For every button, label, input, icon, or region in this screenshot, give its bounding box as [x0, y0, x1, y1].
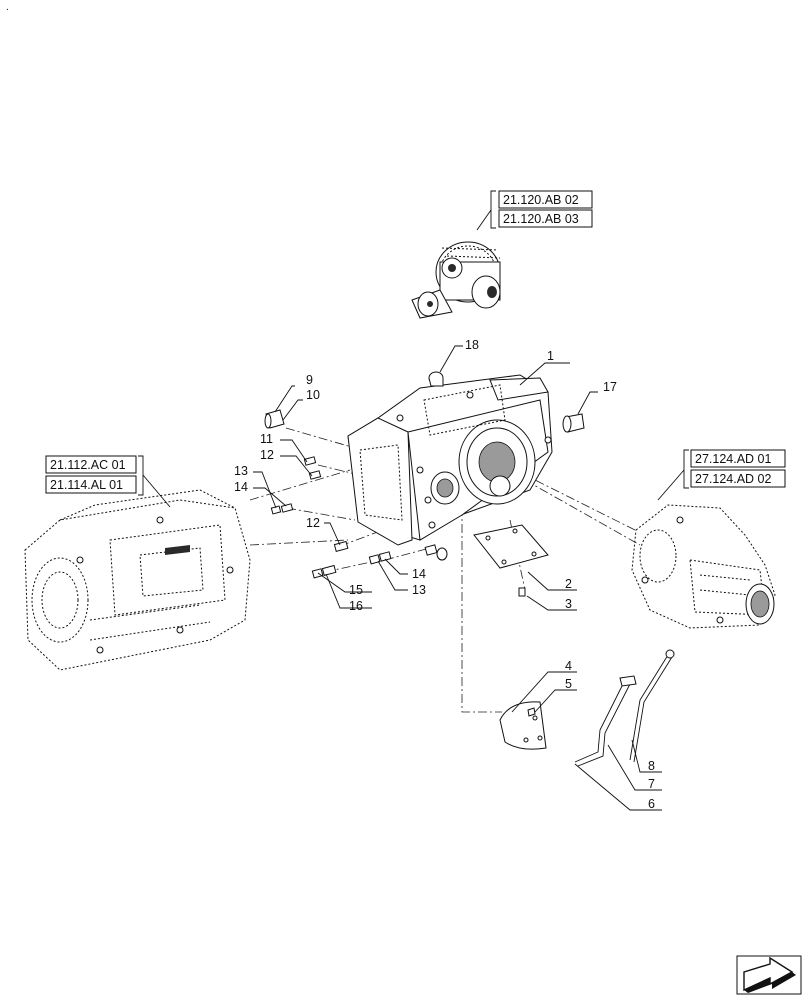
bushing-17[interactable]: [562, 413, 585, 433]
right-final-drive[interactable]: [631, 504, 776, 629]
shield-assembly[interactable]: [499, 701, 547, 750]
reference-group-left[interactable]: 21.112.AC 01 21.114.AL 01: [45, 455, 171, 508]
callout-12-upper: 12: [260, 448, 274, 462]
reference-left-1[interactable]: 21.112.AC 01: [50, 458, 126, 472]
callouts: 1 2 3 4 5 6 7 8 9 10 11 12 13 14 12 15 1: [234, 338, 662, 811]
callout-12-lower: 12: [306, 516, 320, 530]
callout-3: 3: [565, 597, 572, 611]
callout-15: 15: [349, 583, 363, 597]
differential-assembly[interactable]: [411, 241, 501, 319]
reference-right-1[interactable]: 27.124.AD 01: [695, 452, 771, 466]
cover-plate[interactable]: [473, 524, 549, 597]
callout-9: 9: [306, 373, 313, 387]
callout-14-right: 14: [412, 567, 426, 581]
callout-17: 17: [603, 380, 617, 394]
callout-11: 11: [260, 432, 273, 446]
fasteners[interactable]: [264, 409, 448, 579]
callout-13-right: 13: [412, 583, 426, 597]
arrow-icon[interactable]: [736, 955, 802, 995]
callout-8: 8: [648, 759, 655, 773]
left-transmission[interactable]: [24, 489, 251, 671]
reference-group-top[interactable]: 21.120.AB 02 21.120.AB 03: [476, 190, 593, 231]
corner-mark: .: [6, 2, 9, 13]
callout-1: 1: [547, 349, 554, 363]
reference-top-2[interactable]: 21.120.AB 03: [503, 212, 579, 226]
callout-4: 4: [565, 659, 572, 673]
reference-group-right[interactable]: 27.124.AD 01 27.124.AD 02: [657, 449, 786, 501]
callout-18: 18: [465, 338, 479, 352]
callout-14-left: 14: [234, 480, 248, 494]
pipe-assembly[interactable]: [574, 649, 675, 767]
transmission-housing[interactable]: [347, 374, 553, 546]
callout-16: 16: [349, 599, 363, 613]
bushing-18[interactable]: [428, 371, 444, 387]
callout-13-left: 13: [234, 464, 248, 478]
reference-right-2[interactable]: 27.124.AD 02: [695, 472, 771, 486]
reference-top-1[interactable]: 21.120.AB 02: [503, 193, 579, 207]
callout-10: 10: [306, 388, 320, 402]
callout-6: 6: [648, 797, 655, 811]
callout-2: 2: [565, 577, 572, 591]
callout-7: 7: [648, 777, 655, 791]
reference-left-2[interactable]: 21.114.AL 01: [50, 478, 123, 492]
callout-5: 5: [565, 677, 572, 691]
